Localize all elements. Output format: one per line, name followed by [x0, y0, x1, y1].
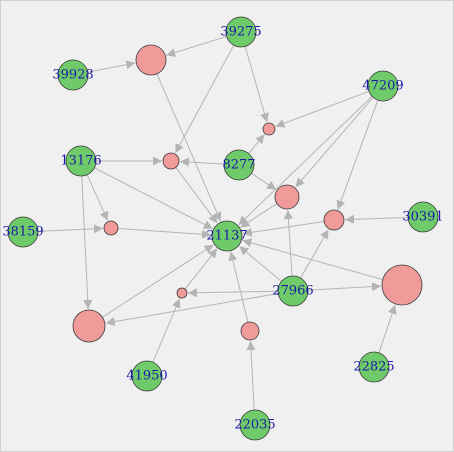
edge-47209-to-P5: [336, 99, 379, 210]
node-P8[interactable]: [72, 309, 106, 343]
node-circle: [7, 216, 39, 248]
edge-P7-to-21137: [184, 248, 218, 290]
node-22035[interactable]: 22035: [234, 409, 276, 441]
edge-layer: [37, 35, 409, 411]
node-circle: [223, 149, 255, 181]
node-22825[interactable]: 22825: [353, 351, 395, 383]
node-circle: [358, 351, 390, 383]
edge-27966-to-21137: [238, 245, 282, 282]
edge-27966-to-P4: [283, 209, 293, 277]
node-8277[interactable]: 8277: [222, 149, 256, 181]
edge-30391-to-P5: [344, 214, 409, 224]
edge-38159-to-P6: [37, 224, 104, 234]
node-13176[interactable]: 13176: [60, 145, 102, 177]
node-39928[interactable]: 39928: [52, 59, 94, 91]
node-circle: [131, 360, 163, 392]
edge-47209-to-21137: [238, 96, 373, 226]
node-circle: [162, 152, 180, 170]
edge-P8-to-21137: [102, 244, 214, 318]
node-circle: [135, 44, 167, 76]
node-circle: [57, 59, 89, 91]
edge-P9-to-21137: [242, 238, 383, 281]
edge-P4-to-21137: [240, 203, 278, 228]
node-label: 30391: [402, 210, 443, 225]
edge-P3-to-21137: [175, 167, 218, 224]
node-30391[interactable]: 30391: [402, 201, 444, 233]
node-circle: [176, 287, 188, 299]
node-label: 27966: [272, 284, 313, 299]
node-39275[interactable]: 39275: [220, 16, 262, 48]
node-circle: [72, 309, 106, 343]
node-circle: [239, 409, 271, 441]
edge-47209-to-P2: [275, 90, 370, 128]
node-P10[interactable]: [240, 321, 260, 341]
node-circle: [381, 264, 423, 306]
node-P2[interactable]: [262, 122, 276, 136]
edge-27966-to-P7: [187, 288, 279, 298]
edge-39275-to-P3: [174, 44, 235, 154]
node-circle: [103, 220, 119, 236]
node-circle: [277, 275, 309, 307]
edge-41950-to-P7: [152, 298, 181, 363]
node-21137[interactable]: 21137: [206, 220, 248, 252]
edge-8277-to-P4: [251, 172, 277, 191]
node-41950[interactable]: 41950: [126, 360, 168, 392]
node-label: 39928: [52, 68, 93, 83]
edge-39275-to-P1: [166, 35, 227, 57]
edge-27966-to-P5: [300, 229, 329, 279]
node-P4[interactable]: [274, 184, 300, 210]
edge-P6-to-21137: [117, 227, 212, 239]
edge-8277-to-P2: [248, 134, 265, 154]
node-circle: [225, 16, 257, 48]
node-label: 8277: [222, 158, 255, 173]
node-circle: [240, 321, 260, 341]
node-P9[interactable]: [381, 264, 423, 306]
node-label: 22825: [353, 360, 394, 375]
node-circle: [274, 184, 300, 210]
edge-13176-to-21137: [94, 167, 213, 230]
node-label: 47209: [362, 79, 403, 94]
node-label: 39275: [220, 25, 261, 40]
edge-39275-to-P2: [244, 46, 269, 123]
edge-13176-to-P6: [86, 174, 109, 221]
edge-22825-to-P9: [378, 304, 397, 353]
edge-13176-to-P8: [81, 175, 93, 310]
node-P7[interactable]: [176, 287, 188, 299]
node-label: 41950: [126, 369, 167, 384]
edge-P1-to-21137: [156, 73, 222, 222]
node-27966[interactable]: 27966: [272, 275, 314, 307]
node-label: 22035: [234, 418, 275, 433]
edge-47209-to-P4: [295, 97, 374, 188]
node-label: 21137: [206, 229, 247, 244]
node-label: 13176: [60, 154, 101, 169]
edge-22035-to-P10: [246, 340, 256, 411]
node-circle: [323, 209, 345, 231]
node-label: 38159: [2, 225, 43, 240]
edge-P5-to-21137: [242, 220, 325, 237]
node-P6[interactable]: [103, 220, 119, 236]
node-47209[interactable]: 47209: [362, 70, 404, 102]
node-circle: [367, 70, 399, 102]
edge-8277-to-P3: [179, 157, 225, 167]
node-P1[interactable]: [135, 44, 167, 76]
node-circle: [65, 145, 97, 177]
node-circle: [407, 201, 439, 233]
edge-39928-to-P1: [87, 60, 136, 73]
node-38159[interactable]: 38159: [2, 216, 44, 248]
node-circle: [211, 220, 243, 252]
node-P5[interactable]: [323, 209, 345, 231]
edge-27966-to-P8: [105, 293, 279, 327]
edge-P10-to-21137: [228, 251, 249, 323]
node-P3[interactable]: [162, 152, 180, 170]
node-circle: [262, 122, 276, 136]
node-layer: 39275 39928 47209 13176 8277 38159 21137 30391 2…: [2, 16, 444, 441]
edge-27966-to-P9: [307, 282, 382, 292]
